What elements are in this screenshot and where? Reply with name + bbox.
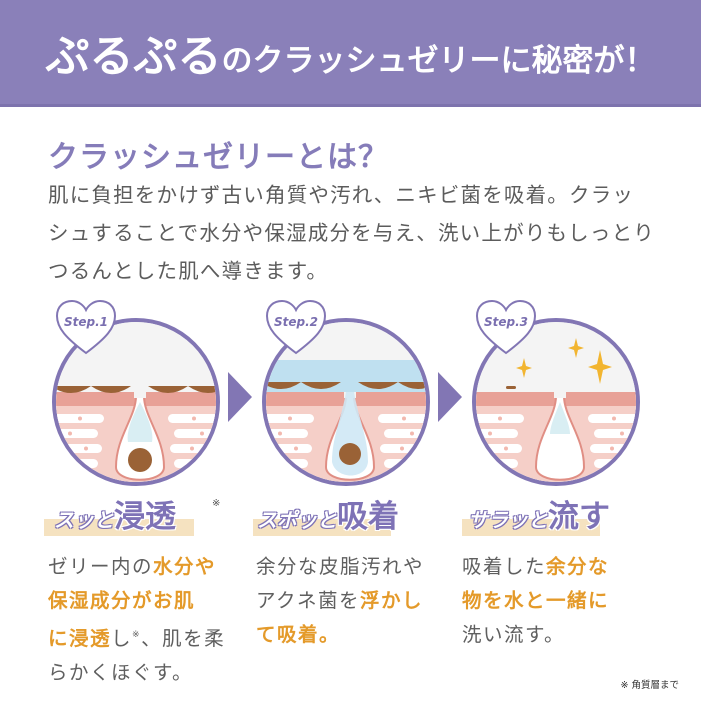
catch-band	[253, 519, 391, 536]
intro-line: つるんとした肌へ導きます。	[48, 259, 329, 283]
catch-big: 浸透	[114, 499, 176, 535]
step-2-badge: Step.2	[264, 298, 328, 356]
desc-text: し	[111, 627, 133, 650]
desc-highlight: 水分や	[153, 555, 217, 578]
catch-text: サラッと流す	[468, 491, 610, 536]
catch-text: スッと浸透	[54, 491, 176, 536]
catch-small: スポッと	[257, 508, 337, 532]
header-banner: ぷるぷるのクラッシュゼリーに秘密が！	[0, 0, 701, 107]
step-2-illustration	[262, 318, 430, 486]
step-3-badge: Step.3	[474, 298, 538, 356]
catch-band	[44, 519, 194, 536]
step-3-catch: サラッと流す	[462, 496, 642, 540]
step-2-catch: スポッと吸着	[253, 496, 433, 540]
step-3-description: 吸着した余分な 物を水と一緒に 洗い流す。	[462, 550, 662, 652]
step-1-description: ゼリー内の水分や 保湿成分がお肌 に浸透し※、肌を柔 らかくほぐす。	[48, 550, 248, 690]
catch-small: スッと	[54, 508, 114, 532]
heart-icon	[475, 299, 537, 355]
sparkle-icon	[516, 358, 532, 378]
step-3-label: Step.3	[483, 315, 528, 329]
catch-big: 流す	[548, 499, 610, 535]
desc-text: 余分な皮脂汚れや	[256, 555, 425, 578]
banner-title: ぷるぷるのクラッシュゼリーに秘密が！	[46, 20, 656, 84]
step-2-label: Step.2	[273, 315, 318, 329]
banner-title-emphasis: ぷるぷる	[45, 31, 222, 82]
intro-line: 肌に負担をかけず古い角質や汚れ、ニキビ菌を吸着。クラッ	[48, 183, 635, 207]
catch-small: サラッと	[468, 508, 548, 532]
desc-highlight: 余分な	[546, 555, 610, 578]
desc-text: 洗い流す。	[462, 623, 566, 646]
step-1-catch: スッと浸透 ※	[44, 496, 224, 540]
catch-band	[462, 519, 600, 536]
desc-text: ゼリー内の	[48, 555, 154, 578]
desc-highlight: 浮かし	[360, 589, 424, 612]
note-mark: ※	[212, 498, 221, 509]
skin-diagram-absorb	[266, 322, 426, 482]
desc-text: らかくほぐす。	[48, 661, 194, 684]
intro-heading: クラッシュゼリーとは？	[48, 140, 389, 175]
step-2-description: 余分な皮脂汚れや アクネ菌を浮かし て吸着。	[256, 550, 456, 652]
desc-highlight: 物を水と一緒に	[462, 589, 610, 612]
note-mark: ※	[132, 630, 142, 640]
intro-body: 肌に負担をかけず古い角質や汚れ、ニキビ菌を吸着。クラッ シュすることで水分や保湿…	[48, 176, 668, 290]
skin-diagram-clogged	[56, 322, 216, 482]
catch-big: 吸着	[337, 499, 399, 535]
sparkle-icon	[588, 350, 612, 384]
banner-title-rest: のクラッシュゼリーに秘密が！	[221, 43, 656, 79]
desc-text: アクネ菌を	[256, 589, 361, 612]
arrow-right-icon	[438, 372, 462, 422]
heart-icon	[265, 299, 327, 355]
catch-text: スポッと吸着	[257, 491, 399, 536]
desc-highlight: 保湿成分がお肌	[48, 589, 196, 612]
sparkle-icon	[568, 338, 584, 358]
footnote: ※ 角質層まで	[620, 680, 679, 691]
desc-highlight: に浸透	[48, 627, 112, 650]
step-1-label: Step.1	[63, 315, 108, 329]
desc-highlight: て吸着。	[256, 623, 341, 646]
desc-text: 吸着した	[462, 555, 547, 578]
heart-icon	[55, 299, 117, 355]
intro-line: シュすることで水分や保湿成分を与え、洗い上がりもしっとり	[48, 221, 655, 245]
step-1-badge: Step.1	[54, 298, 118, 356]
arrow-right-icon	[228, 372, 252, 422]
desc-text: 、肌を柔	[141, 627, 226, 650]
skin-diagram-clean	[476, 322, 636, 482]
